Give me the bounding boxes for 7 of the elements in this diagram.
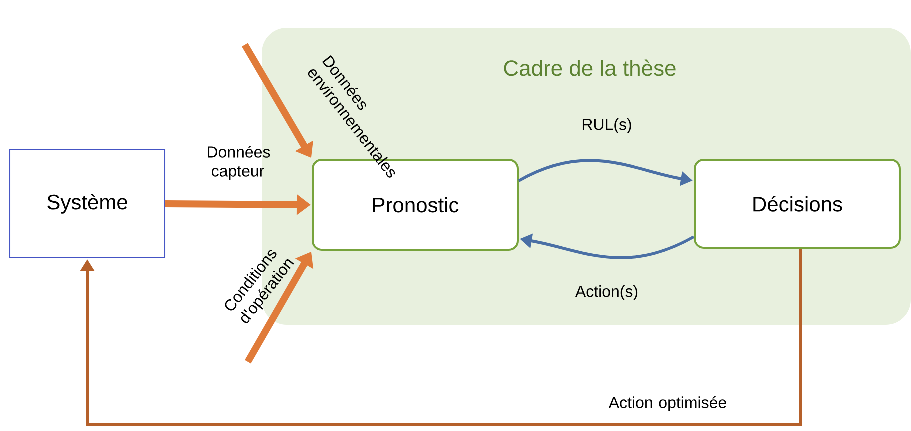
edge-label: Action optimisée: [608, 396, 726, 412]
process-box: Système: [10, 150, 166, 258]
edge-label: Données capteur: [208, 146, 270, 180]
arrow: [80, 249, 802, 426]
edge-label: RUL(s): [582, 118, 632, 134]
edge-label: Action(s): [575, 286, 638, 300]
process-box: Décisions: [694, 159, 901, 249]
